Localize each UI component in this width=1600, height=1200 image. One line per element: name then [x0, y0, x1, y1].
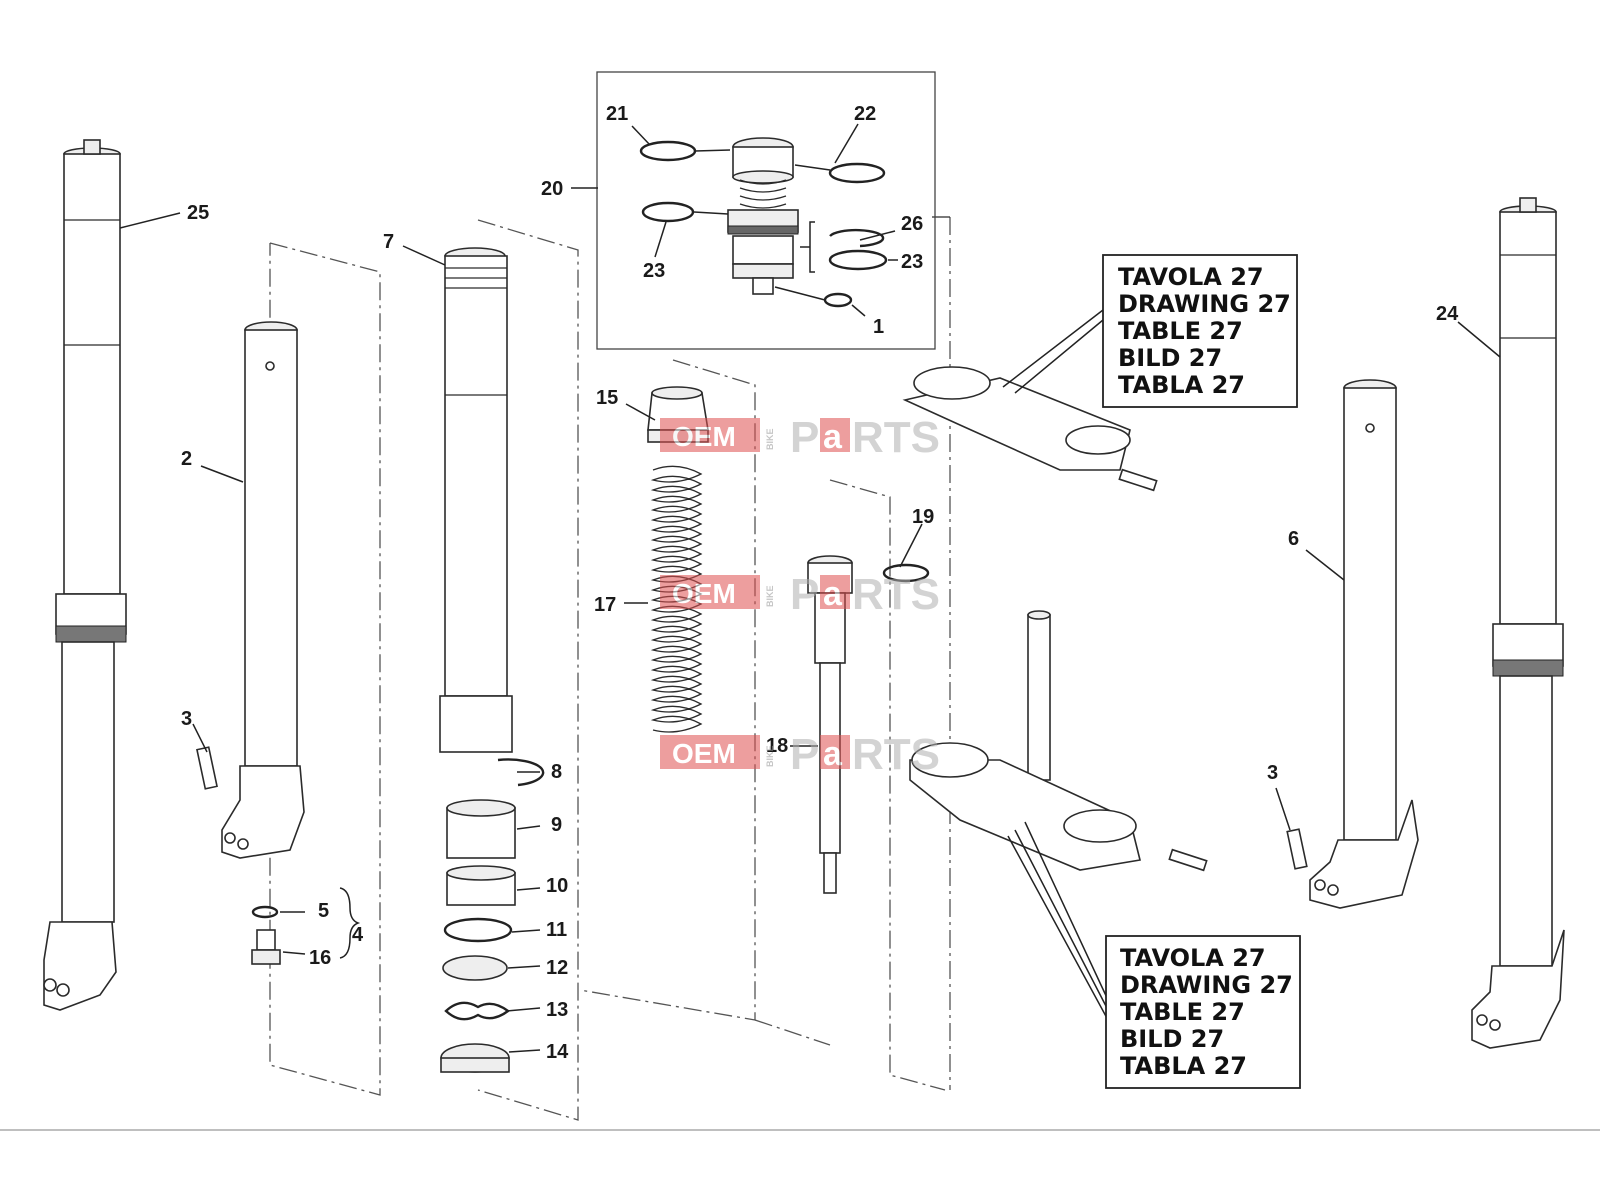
label-13: 13 — [546, 999, 568, 1021]
label-23-right: 23 — [901, 251, 923, 273]
fork-leg-left-25 — [43, 139, 127, 1011]
outer-tube-right-6 — [1286, 379, 1419, 909]
ref-upper-line-4: BILD 27 — [1118, 344, 1222, 372]
fork-leg-right-24 — [1471, 197, 1565, 1049]
watermark-rts: RTS — [852, 413, 940, 462]
watermark-bike: BIKE — [765, 745, 775, 767]
ref-upper-line-5: TABLA 27 — [1118, 371, 1245, 399]
watermark-bike: BIKE — [765, 585, 775, 607]
ref-upper-line-2: DRAWING 27 — [1118, 290, 1291, 318]
watermark-rts: RTS — [852, 730, 940, 779]
label-23-left: 23 — [643, 260, 665, 282]
label-1: 1 — [873, 316, 884, 338]
drain-screw-16-and-washer-5 — [251, 905, 281, 965]
label-20: 20 — [541, 178, 563, 200]
watermark-a: a — [823, 575, 843, 613]
ref-lower-line-5: TABLA 27 — [1120, 1052, 1247, 1080]
label-12: 12 — [546, 957, 568, 979]
watermark-bike: BIKE — [765, 428, 775, 450]
seal-stack-8-14 — [440, 758, 545, 1073]
label-5: 5 — [318, 900, 329, 922]
outer-tube-left-2 — [196, 321, 305, 859]
watermark-a: a — [823, 735, 843, 773]
label-21: 21 — [606, 103, 628, 125]
label-25: 25 — [187, 202, 209, 224]
watermark-oem: OEM — [672, 578, 736, 609]
cartridge-detail-box — [596, 71, 936, 350]
label-15: 15 — [596, 387, 618, 409]
reference-box-upper: TAVOLA 27 DRAWING 27 TABLE 27 BILD 27 TA… — [1102, 254, 1298, 408]
watermark-oem: OEM — [672, 421, 736, 452]
watermark-a: a — [823, 418, 843, 456]
reference-box-lower: TAVOLA 27 DRAWING 27 TABLE 27 BILD 27 TA… — [1105, 935, 1301, 1089]
part-number-labels: 1 2 3 3 4 5 6 7 8 9 10 11 12 13 14 15 16… — [181, 103, 1459, 1063]
label-10: 10 — [546, 875, 568, 897]
label-19: 19 — [912, 506, 934, 528]
leader-lines — [119, 187, 1501, 1053]
label-7: 7 — [383, 231, 394, 253]
label-3-right: 3 — [1267, 762, 1278, 784]
label-11: 11 — [546, 919, 567, 941]
lower-triple-clamp — [909, 610, 1208, 872]
label-8: 8 — [551, 761, 562, 783]
watermark-bottom: OEM BIKE P a RTS — [660, 730, 940, 779]
label-24: 24 — [1436, 303, 1459, 325]
exploded-guide-lines — [269, 216, 951, 1121]
label-4: 4 — [352, 924, 364, 946]
ref-upper-line-3: TABLE 27 — [1118, 317, 1243, 345]
label-2: 2 — [181, 448, 192, 470]
ref-lower-line-3: TABLE 27 — [1120, 998, 1245, 1026]
label-17: 17 — [594, 594, 616, 616]
watermark-rts: RTS — [852, 570, 940, 619]
watermark-oem: OEM — [672, 738, 736, 769]
label-6: 6 — [1288, 528, 1299, 550]
ref-upper-line-1: TAVOLA 27 — [1118, 263, 1264, 291]
label-16: 16 — [309, 947, 331, 969]
label-18: 18 — [766, 735, 788, 757]
watermark-p: P — [790, 570, 819, 619]
label-9: 9 — [551, 814, 562, 836]
watermark-p: P — [790, 730, 819, 779]
label-22: 22 — [854, 103, 876, 125]
watermark-p: P — [790, 413, 819, 462]
label-14: 14 — [546, 1041, 569, 1063]
watermark-top: OEM BIKE P a RTS — [660, 413, 940, 462]
ref-lower-line-2: DRAWING 27 — [1120, 971, 1293, 999]
upper-triple-clamp — [902, 366, 1158, 492]
label-26: 26 — [901, 213, 923, 235]
ref-lower-line-4: BILD 27 — [1120, 1025, 1224, 1053]
watermark-middle: OEM BIKE P a RTS — [660, 570, 940, 619]
inner-tube-7 — [439, 247, 513, 753]
ref-lower-line-1: TAVOLA 27 — [1120, 944, 1266, 972]
label-3-left: 3 — [181, 708, 192, 730]
